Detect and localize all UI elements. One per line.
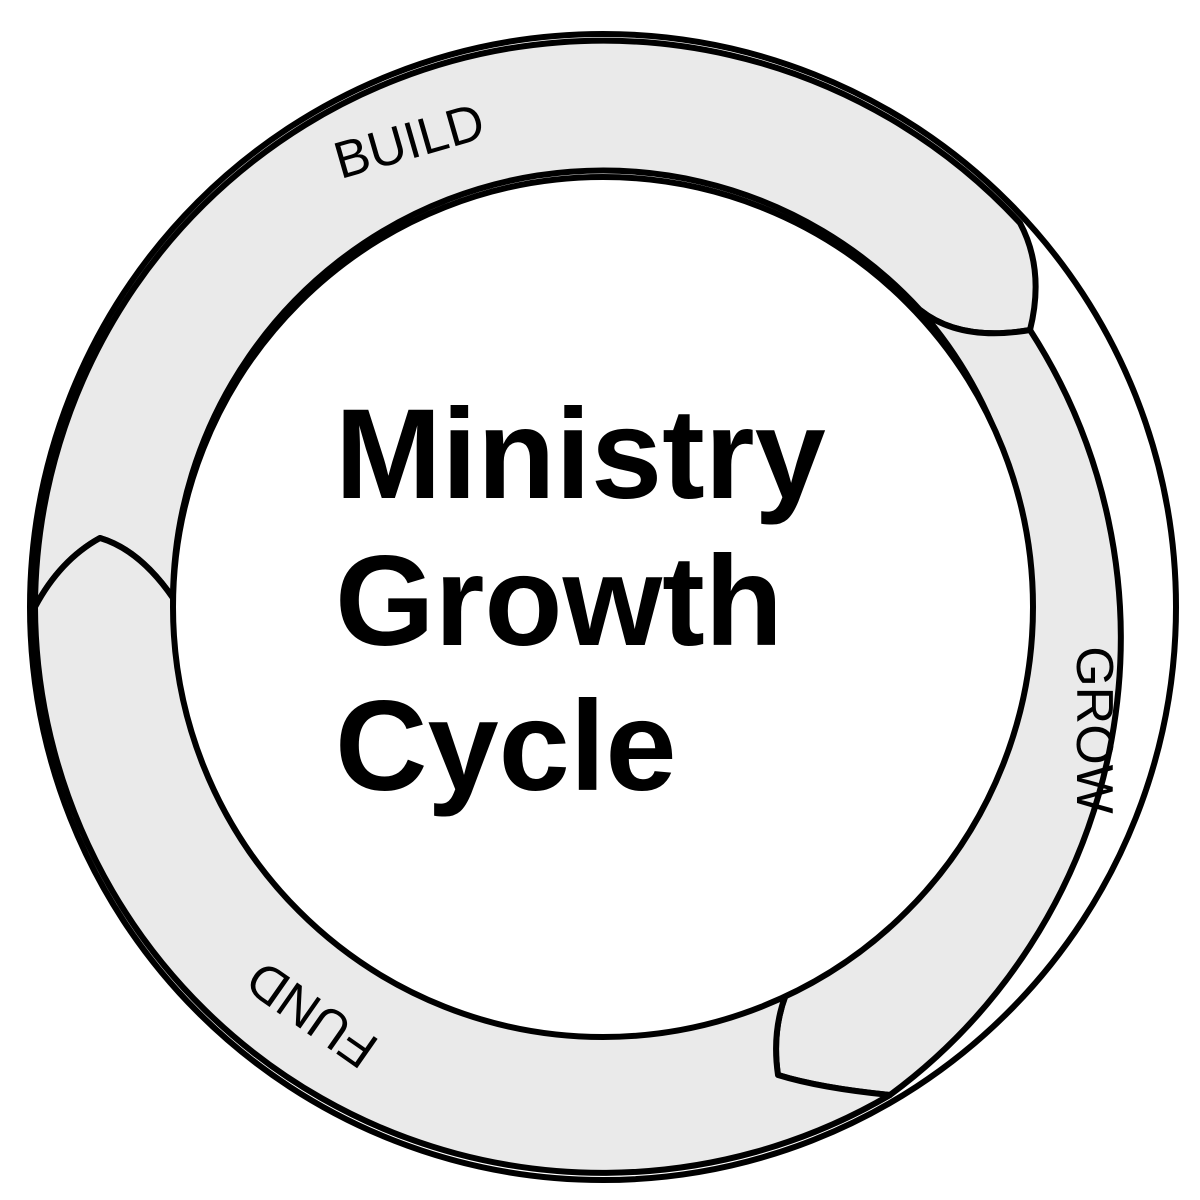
center-title-line-3: Cycle	[335, 675, 677, 818]
outer-ring	[27, 31, 1179, 1183]
center-disc	[170, 174, 1036, 1040]
center-title-line-1: Ministry	[335, 383, 826, 526]
center-title-line-2: Growth	[335, 530, 783, 673]
stage-label-grow: GROW	[1065, 646, 1123, 814]
